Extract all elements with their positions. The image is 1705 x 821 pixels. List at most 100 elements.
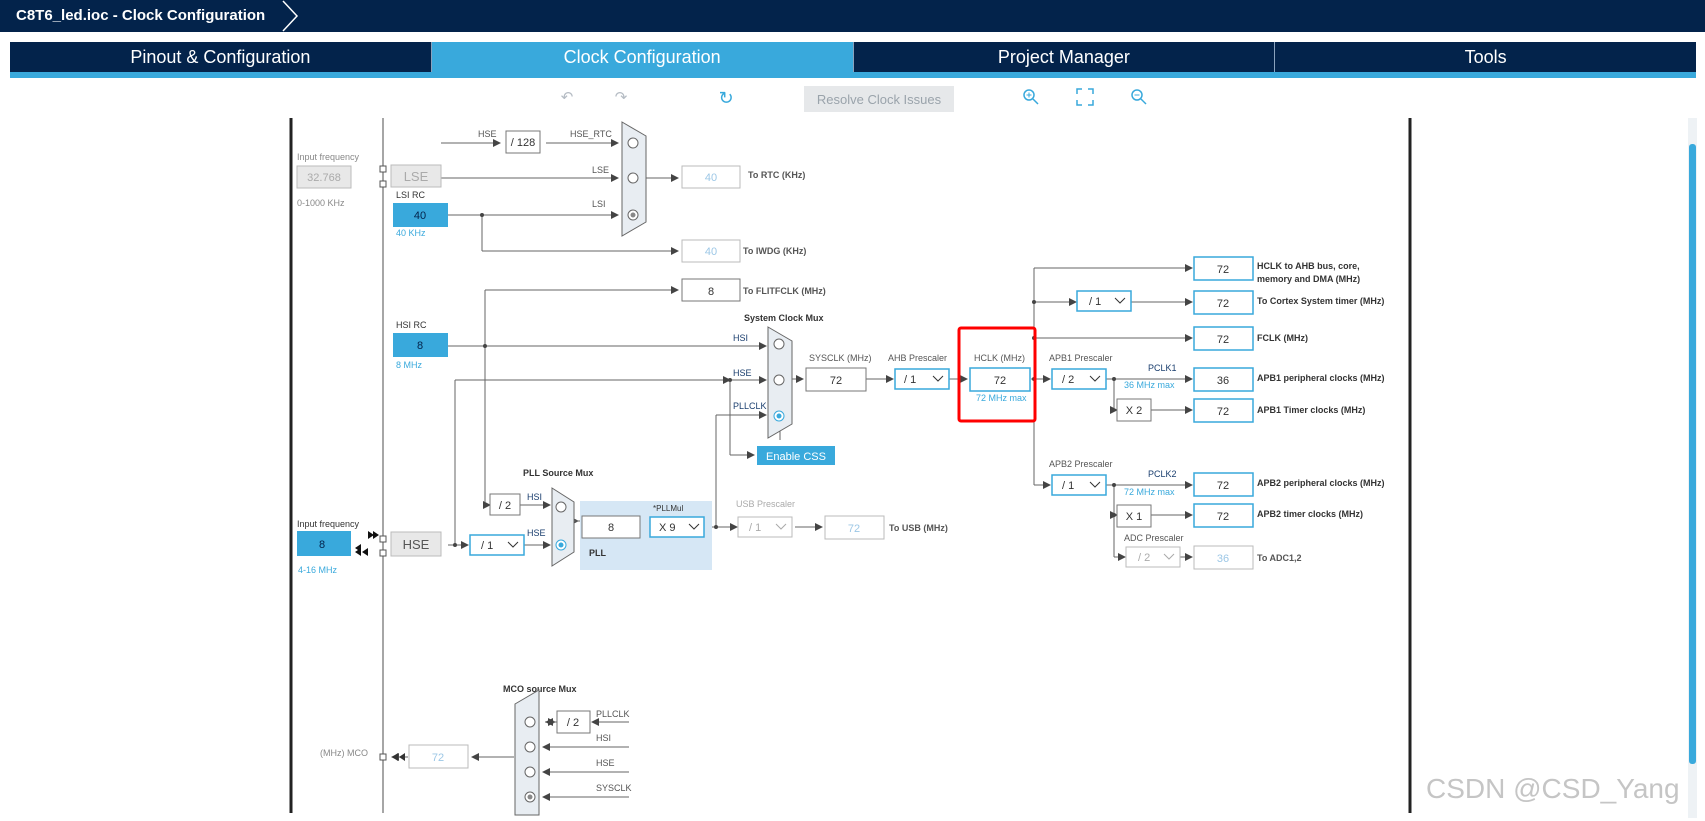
pll-label: PLL bbox=[589, 548, 607, 558]
apb1-prescaler-label: APB1 Prescaler bbox=[1049, 353, 1113, 363]
resolve-clock-issues-button[interactable]: Resolve Clock Issues bbox=[804, 86, 954, 112]
fclk-output-label: FCLK (MHz) bbox=[1257, 333, 1308, 343]
outputs: 72 HCLK to AHB bus, core, memory and DMA… bbox=[1193, 256, 1385, 570]
hsi-rc-box bbox=[393, 333, 448, 357]
tab-clock-configuration[interactable]: Clock Configuration bbox=[431, 42, 854, 72]
hse-prediv-value: / 1 bbox=[481, 540, 493, 552]
rtc-output-box bbox=[681, 165, 741, 189]
pll-mux-hse-label: HSE bbox=[527, 528, 546, 538]
fit-screen-icon[interactable] bbox=[1075, 88, 1095, 108]
apb2-timer-output-value: 72 bbox=[1217, 511, 1229, 523]
mco-mux-option-hse[interactable] bbox=[524, 766, 536, 778]
hclk-max-label: 72 MHz max bbox=[976, 393, 1027, 403]
rtc-mux-option-hse[interactable] bbox=[627, 137, 639, 149]
lse-freq-input[interactable] bbox=[296, 165, 352, 189]
mco-pll-div2-value: / 2 bbox=[567, 717, 579, 729]
pin-markers bbox=[379, 165, 387, 761]
hse-source-box[interactable] bbox=[390, 531, 442, 557]
apb1-timer-output-box bbox=[1193, 398, 1254, 423]
pll-source-mux bbox=[551, 487, 575, 567]
adc-prescaler-label: ADC Prescaler bbox=[1124, 533, 1184, 543]
mco-hse-label: HSE bbox=[596, 758, 615, 768]
pll-mux-option-hsi[interactable] bbox=[555, 501, 567, 513]
lsi-rc-value: 40 bbox=[414, 210, 426, 222]
hse-freq-value: 8 bbox=[319, 539, 325, 551]
hclk-highlight-box bbox=[957, 326, 1037, 423]
apb1-prescaler-value: / 2 bbox=[1062, 374, 1074, 386]
pin-arrows bbox=[355, 531, 379, 556]
pll-mux-hsi-label: HSI bbox=[527, 492, 542, 502]
undo-icon[interactable]: ↶ bbox=[560, 89, 574, 106]
lsi-rc-box bbox=[393, 203, 448, 227]
hse-prediv-select[interactable] bbox=[469, 534, 525, 556]
tab-tools[interactable]: Tools bbox=[1275, 42, 1696, 72]
vertical-scrollbar[interactable] bbox=[1688, 118, 1697, 818]
lse-source-box[interactable] bbox=[390, 164, 442, 188]
tab-project-manager[interactable]: Project Manager bbox=[853, 42, 1276, 72]
junction-dots bbox=[453, 213, 1116, 547]
mco-pllclk-label: PLLCLK bbox=[596, 709, 630, 719]
refresh-icon[interactable]: ↻ bbox=[718, 88, 734, 108]
mco-output-label: (MHz) MCO bbox=[320, 748, 368, 758]
tab-underline bbox=[10, 72, 1696, 78]
apb1-prescaler-select[interactable] bbox=[1051, 368, 1107, 390]
iwdg-output-label: To IWDG (KHz) bbox=[743, 246, 806, 256]
mco-mux-option-pllclk[interactable] bbox=[524, 716, 536, 728]
mco-output-box bbox=[408, 744, 469, 769]
cortex-timer-prescaler-value: / 1 bbox=[1089, 296, 1101, 308]
pllmul-label: *PLLMul bbox=[653, 504, 683, 513]
sysclk-mux-option-hsi[interactable] bbox=[773, 338, 785, 350]
ahb-output-value: 72 bbox=[1217, 264, 1229, 276]
redo-icon[interactable]: ↷ bbox=[614, 89, 628, 106]
zoom-in-icon[interactable] bbox=[1021, 88, 1041, 108]
adc-chevron-down-icon bbox=[1163, 553, 1175, 560]
lse-source-label: LSE bbox=[404, 169, 429, 184]
zoom-out-icon[interactable] bbox=[1129, 88, 1149, 108]
lsi-unit-label: 40 KHz bbox=[396, 228, 426, 238]
pll-input-value: 8 bbox=[608, 522, 614, 534]
enable-css-label: Enable CSS bbox=[766, 451, 826, 463]
mco-mux-selected-dot bbox=[527, 794, 533, 800]
rtc-mux-option-lse[interactable] bbox=[627, 172, 639, 184]
pll-hsi-div2-value: / 2 bbox=[499, 500, 511, 512]
pll-hsi-div2-box bbox=[489, 493, 521, 516]
hse-freq-input[interactable] bbox=[297, 531, 351, 556]
mco-output-value: 72 bbox=[432, 752, 444, 764]
hsi-rc-label: HSI RC bbox=[396, 320, 427, 330]
sysclk-value: 72 bbox=[830, 375, 842, 387]
apb2-prescaler-select[interactable] bbox=[1051, 474, 1107, 496]
sysclk-mux-option-hse[interactable] bbox=[773, 374, 785, 386]
mco-mux-option-hsi[interactable] bbox=[524, 741, 536, 753]
hse-div128-box bbox=[505, 130, 541, 154]
cortex-output-box bbox=[1193, 290, 1254, 315]
sysclk-mux-pllclk-label: PLLCLK bbox=[733, 401, 767, 411]
sysclk-mux-hsi-label: HSI bbox=[733, 333, 748, 343]
tab-pinout[interactable]: Pinout & Configuration bbox=[10, 42, 432, 72]
pclk1-label: PCLK1 bbox=[1148, 363, 1177, 373]
pllmul-select[interactable] bbox=[649, 516, 705, 538]
cortex-timer-prescaler-select[interactable] bbox=[1076, 290, 1132, 312]
usb-prescaler-value: / 1 bbox=[749, 522, 761, 534]
hclk-value: 72 bbox=[994, 375, 1006, 387]
pll-mux-selected-dot bbox=[558, 542, 564, 548]
apb2-timer-multiplier-value: X 1 bbox=[1126, 511, 1143, 523]
ahb-output-label: HCLK to AHB bus, core, bbox=[1257, 261, 1360, 271]
ahb-chevron-down-icon bbox=[932, 375, 944, 382]
cortex-output-label: To Cortex System timer (MHz) bbox=[1257, 296, 1384, 306]
scrollbar-thumb[interactable] bbox=[1689, 144, 1696, 764]
ahb-prescaler-label: AHB Prescaler bbox=[888, 353, 947, 363]
apb1-peripheral-output-label: APB1 peripheral clocks (MHz) bbox=[1257, 373, 1385, 383]
enable-css-button[interactable] bbox=[757, 446, 835, 465]
pll-input-box bbox=[581, 515, 641, 539]
usb-output-box bbox=[824, 515, 885, 540]
usb-prescaler-select[interactable] bbox=[737, 516, 793, 538]
hclk-input[interactable] bbox=[969, 367, 1031, 392]
apb2-peripheral-output-label: APB2 peripheral clocks (MHz) bbox=[1257, 478, 1385, 488]
apb2-chevron-down-icon bbox=[1089, 481, 1101, 488]
usb-chevron-down-icon bbox=[775, 523, 787, 530]
apb2-prescaler-label: APB2 Prescaler bbox=[1049, 459, 1113, 469]
adc-prescaler-select[interactable] bbox=[1125, 546, 1181, 568]
adc-output-label: To ADC1,2 bbox=[1257, 553, 1302, 563]
ahb-prescaler-select[interactable] bbox=[894, 368, 950, 390]
fclk-output-box bbox=[1193, 326, 1254, 351]
